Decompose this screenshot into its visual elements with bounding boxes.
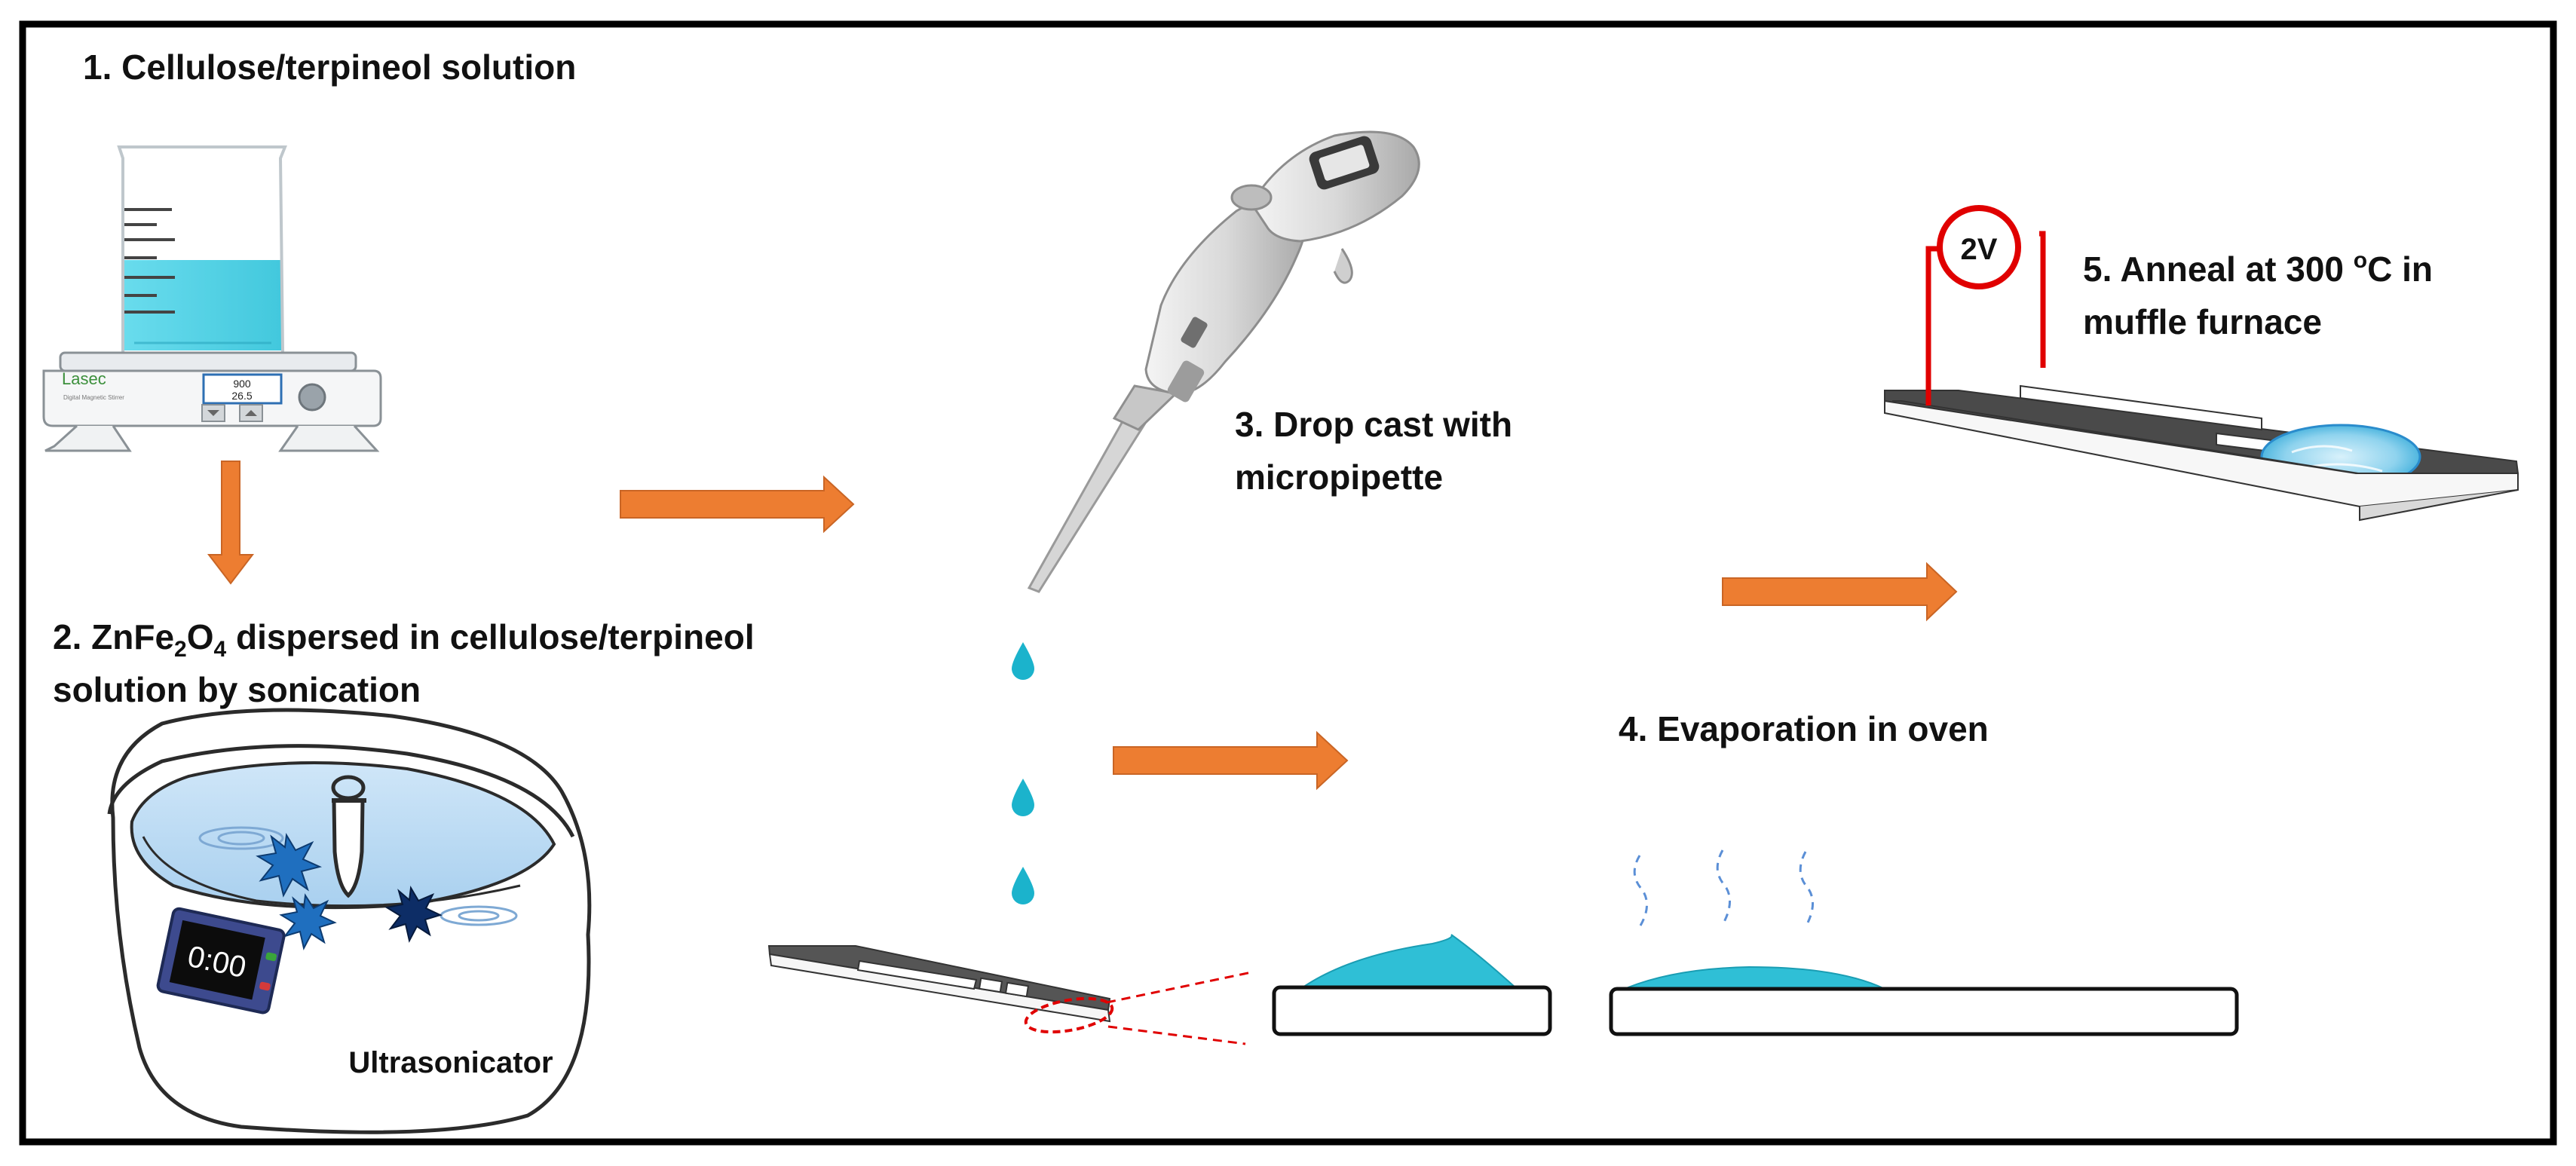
- diagram-border: [19, 20, 2557, 1146]
- step5-line2: muffle furnace: [2083, 302, 2322, 341]
- step2-sub-fe: 2: [174, 637, 187, 662]
- step3-line1: 3. Drop cast with: [1235, 405, 1513, 444]
- vapor-line: [1716, 849, 1731, 924]
- sonicator-timer-panel: 0:00: [156, 907, 286, 1015]
- magnify-line: [1107, 1025, 1246, 1045]
- step2-suffix: dispersed in cellulose/terpineol: [226, 617, 755, 656]
- stirrer-brand: Lasec: [62, 369, 106, 388]
- step1-label: 1. Cellulose/terpineol solution: [83, 41, 576, 93]
- step2-prefix: 2. ZnFe: [53, 617, 175, 656]
- sensor-substrate: [767, 945, 1252, 1045]
- eppendorf-tube: [331, 775, 366, 898]
- micropipette: [1027, 130, 1420, 593]
- step1-text: 1. Cellulose/terpineol solution: [83, 47, 577, 87]
- droplet-icon: [1012, 642, 1034, 680]
- ultrasound-burst-icon: [384, 885, 443, 943]
- step4-label: 4. Evaporation in oven: [1619, 702, 1989, 755]
- stirrer-caption: Digital Magnetic Stirrer: [63, 394, 124, 401]
- vapor-line: [1633, 855, 1648, 926]
- sonicator-label: Ultrasonicator: [348, 1046, 553, 1079]
- anneal-substrate: [1884, 384, 2519, 522]
- step2-line2: solution by sonication: [53, 670, 421, 709]
- magnify-line: [1106, 971, 1252, 1004]
- step5-prefix: 5. Anneal at 300: [2083, 249, 2354, 289]
- magnify-ellipse: [1024, 996, 1114, 1034]
- arrow-step4-to-step5: [1722, 562, 1958, 622]
- step4-text: 4. Evaporation in oven: [1619, 709, 1989, 748]
- droplet-icon: [1012, 867, 1034, 904]
- voltage-circuit: 2V: [1925, 205, 2046, 405]
- arrow-step2-to-step3: [620, 475, 855, 534]
- stirrer-knob: [298, 383, 326, 412]
- step3-label: 3. Drop cast with micropipette: [1235, 398, 1512, 503]
- step2-line1: 2. ZnFe2O4 dispersed in cellulose/terpin…: [53, 611, 755, 663]
- drop-on-substrate: [1272, 934, 1552, 1036]
- evaporation-substrate: [1609, 849, 2239, 1036]
- ultrasound-burst-icon: [279, 893, 337, 950]
- voltage-label: 2V: [1961, 233, 1998, 266]
- voltage-source: [1937, 205, 2021, 289]
- droplets: [1012, 642, 1034, 904]
- stirrer-display-bottom: 26.5: [231, 390, 252, 402]
- step5-sup: o: [2353, 248, 2368, 273]
- vapor-line: [1799, 851, 1814, 926]
- stirrer-display: [202, 373, 283, 405]
- step5-label: 5. Anneal at 300 oC in muffle furnace: [2083, 243, 2433, 348]
- beaker: [117, 145, 287, 356]
- arrow-step1-to-step2: [207, 461, 255, 585]
- step2-o: O: [186, 617, 214, 656]
- arrow-step3-to-step4: [1113, 730, 1349, 791]
- step2-label: 2. ZnFe2O4 dispersed in cellulose/terpin…: [53, 611, 755, 716]
- ultrasound-burst-icon: [256, 833, 323, 898]
- beaker-on-stirrer: Lasec Digital Magnetic Stirrer 900 26.5: [42, 145, 382, 452]
- stirrer-display-top: 900: [233, 378, 251, 390]
- step5-suffix: C in: [2367, 249, 2434, 289]
- ultrasonicator-bath: 0:00 Ultrasonicator: [107, 708, 592, 1134]
- step2-sub-o: 4: [213, 637, 227, 662]
- step3-line2: micropipette: [1235, 458, 1444, 497]
- step5-line1: 5. Anneal at 300 oC in: [2083, 243, 2433, 295]
- droplet-icon: [1012, 779, 1034, 816]
- hotplate-stirrer: Lasec Digital Magnetic Stirrer 900 26.5: [42, 351, 382, 452]
